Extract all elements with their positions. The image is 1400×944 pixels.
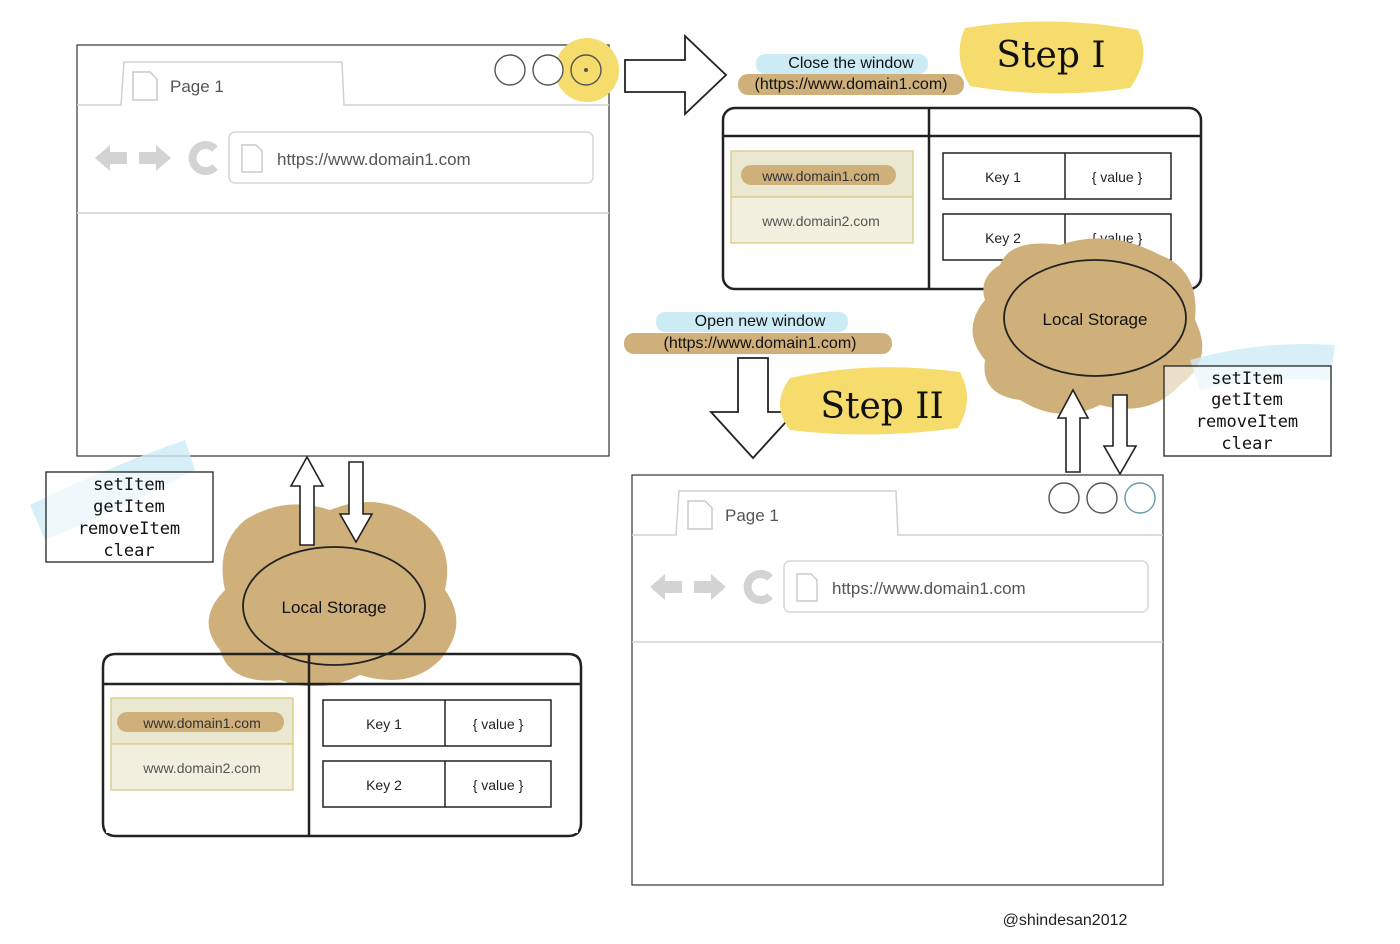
method-set-item: setItem — [93, 475, 165, 495]
action-highlight — [756, 54, 928, 74]
domain-item[interactable] — [730, 196, 914, 244]
step-2-group: Open new window (https://www.domain1.com… — [624, 312, 968, 460]
maximize-button[interactable] — [1086, 482, 1118, 514]
down-arrow-icon — [708, 357, 798, 460]
domain-item[interactable] — [110, 743, 294, 791]
storage-key: Key 1 — [985, 169, 1021, 185]
step-2-url: (https://www.domain1.com) — [664, 335, 857, 352]
back-arrow-icon[interactable] — [95, 145, 127, 171]
tab-outline — [77, 61, 609, 106]
storage-row: Key 1 { value } — [942, 152, 1172, 200]
close-button[interactable] — [570, 54, 602, 86]
cloud-label: Local Storage — [1043, 310, 1148, 329]
storage-row: Key 1 { value } — [322, 699, 552, 747]
domain-label: www.domain1.com — [142, 715, 261, 731]
forward-arrow-icon[interactable] — [694, 574, 726, 600]
page-icon — [241, 144, 263, 173]
up-arrow-icon — [1056, 388, 1090, 473]
address-bar[interactable] — [783, 560, 1149, 613]
storage-key: Key 2 — [985, 230, 1021, 246]
method-clear: clear — [103, 541, 154, 561]
domain-label: www.domain2.com — [761, 213, 880, 229]
maximize-button[interactable] — [532, 54, 564, 86]
tab-page-1[interactable]: Page 1 — [687, 500, 779, 530]
method-get-item: getItem — [1211, 390, 1283, 410]
back-arrow-icon[interactable] — [650, 574, 682, 600]
tab-outline — [632, 490, 1163, 536]
minimize-button[interactable] — [494, 54, 526, 86]
step-2-action: Open new window — [695, 313, 826, 330]
reload-icon[interactable] — [743, 570, 773, 604]
method-remove-item: removeItem — [1196, 412, 1298, 432]
local-storage-ellipse — [1003, 259, 1187, 377]
domain-label: www.domain1.com — [761, 168, 880, 184]
author-credit: @shindesan2012 — [1003, 912, 1128, 929]
url-text: https://www.domain1.com — [277, 150, 471, 169]
step-1-label: Step I — [996, 35, 1105, 76]
up-arrow-icon — [289, 455, 325, 546]
method-get-item: getItem — [93, 497, 165, 517]
step-2-label: Step II — [820, 386, 943, 427]
method-set-item: setItem — [1211, 369, 1283, 389]
reload-icon[interactable] — [188, 141, 218, 175]
cloud-label: Local Storage — [282, 598, 387, 617]
page-icon — [132, 71, 158, 101]
domain-highlight — [117, 712, 284, 732]
methods-box-right: setItem getItem removeItem clear — [1163, 344, 1335, 457]
right-arrow-icon — [624, 33, 728, 117]
browser-window-1: Page 1 https://www.domain1.com — [76, 38, 619, 457]
local-storage-ellipse — [242, 546, 426, 666]
down-arrow-icon — [338, 461, 374, 544]
method-remove-item: removeItem — [78, 519, 180, 539]
storage-row: Key 2 { value } — [322, 760, 552, 808]
domain-list: www.domain1.com www.domain2.com — [110, 697, 294, 791]
storage-panel-2: www.domain1.com www.domain2.com Key 1 { … — [101, 652, 583, 838]
method-clear: clear — [1221, 434, 1272, 454]
page-icon — [687, 500, 713, 530]
domain-list: www.domain1.com www.domain2.com — [730, 150, 914, 244]
tab-title: Page 1 — [725, 506, 779, 525]
step-1-url: (https://www.domain1.com) — [755, 76, 948, 93]
storage-key: Key 2 — [366, 777, 402, 793]
step-1-group: Close the window (https://www.domain1.co… — [624, 21, 1144, 117]
close-button[interactable] — [1124, 482, 1156, 514]
local-storage-cloud-2: Local Storage — [208, 502, 457, 687]
url-text: https://www.domain1.com — [832, 579, 1026, 598]
methods-box-left: setItem getItem removeItem clear — [30, 440, 214, 563]
minimize-button[interactable] — [1048, 482, 1080, 514]
address-bar[interactable] — [228, 131, 594, 184]
forward-arrow-icon[interactable] — [139, 145, 171, 171]
url-highlight — [738, 74, 964, 95]
close-dot-icon — [584, 68, 588, 72]
browser-window-2: Page 1 https://www.domain1.com — [631, 474, 1164, 886]
storage-value: { value } — [473, 716, 524, 732]
local-storage-cloud-1: Local Storage — [972, 238, 1203, 414]
storage-value: { value } — [1092, 169, 1143, 185]
page-icon — [796, 573, 818, 602]
tab-page-1[interactable]: Page 1 — [132, 71, 224, 101]
action-highlight — [656, 312, 848, 332]
tab-title: Page 1 — [170, 77, 224, 96]
url-highlight — [624, 333, 892, 354]
step-1-badge — [959, 21, 1144, 94]
domain-label: www.domain2.com — [142, 760, 261, 776]
storage-value: { value } — [473, 777, 524, 793]
down-arrow-icon — [1102, 394, 1138, 476]
domain-highlight — [741, 165, 896, 185]
step-2-badge — [780, 367, 968, 435]
storage-key: Key 1 — [366, 716, 402, 732]
step-1-action: Close the window — [788, 55, 914, 72]
